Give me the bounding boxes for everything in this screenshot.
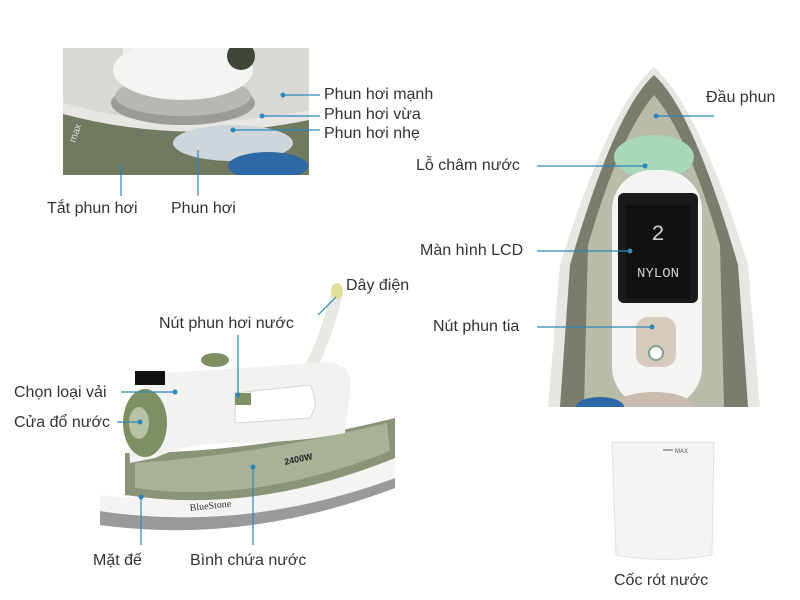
- label-phun-hoi-nhe: Phun hơi nhẹ: [324, 125, 420, 142]
- steam-dial-photo: max: [63, 48, 309, 175]
- label-phun-hoi-vua: Phun hơi vừa: [324, 106, 421, 123]
- label-man-hinh-lcd: Màn hình LCD: [420, 242, 524, 259]
- label-phun-hoi-manh: Phun hơi mạnh: [324, 86, 434, 103]
- label-tat-phun-hoi: Tắt phun hơi: [47, 200, 138, 217]
- lcd-fabric-text: NYLON: [637, 266, 679, 282]
- label-mat-de: Mặt đế: [93, 552, 142, 569]
- label-lo-cham-nuoc: Lỗ châm nước: [416, 157, 520, 174]
- label-chon-loai-vai: Chọn loại vải: [14, 384, 107, 401]
- iron-side-view-photo: BlueStone 2400W: [95, 283, 415, 545]
- label-nut-phun-hoi-nuoc: Nút phun hơi nước: [159, 315, 294, 332]
- iron-top-view-photo: 2 NYLON: [548, 65, 760, 407]
- label-binh-chua-nuoc: Bình chứa nước: [190, 552, 307, 569]
- label-cua-do-nuoc: Cửa đổ nước: [14, 414, 110, 431]
- label-coc-rot-nuoc: Cốc rót nước: [614, 572, 709, 589]
- cup-max-text: MAX: [675, 449, 688, 455]
- label-phun-hoi: Phun hơi: [171, 200, 236, 217]
- measuring-cup-photo: MAX: [608, 440, 718, 565]
- brand-text: BlueStone: [189, 499, 232, 514]
- label-dau-phun: Đầu phun: [706, 89, 776, 106]
- label-nut-phun-tia: Nút phun tia: [433, 318, 520, 335]
- lcd-digit: 2: [651, 222, 664, 247]
- label-day-dien: Dây điện: [346, 277, 410, 294]
